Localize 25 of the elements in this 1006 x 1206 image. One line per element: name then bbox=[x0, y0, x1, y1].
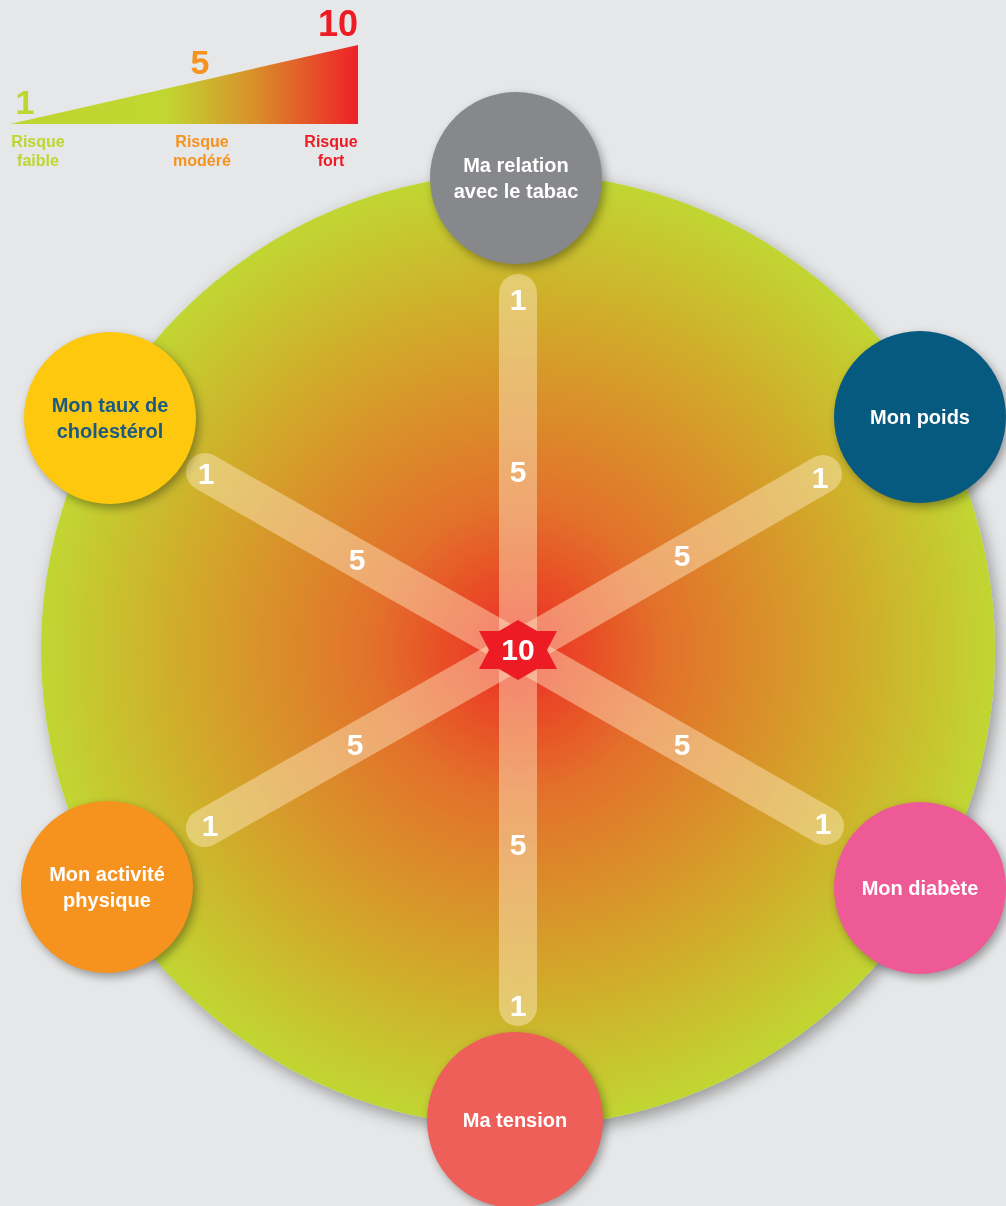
spoke-value: 5 bbox=[348, 543, 366, 577]
topic-label: Mon diabète bbox=[860, 876, 980, 901]
spoke-value: 1 bbox=[811, 461, 829, 495]
spoke-value: 1 bbox=[509, 283, 527, 317]
topic-label: Mon poids bbox=[869, 405, 971, 430]
spoke-value: 5 bbox=[673, 728, 691, 762]
scale-value: 5 bbox=[190, 42, 210, 82]
topic-label: Mon taux de cholestérol bbox=[50, 393, 170, 444]
spoke-value: 5 bbox=[346, 728, 364, 762]
topic-label: Ma tension bbox=[461, 1108, 569, 1133]
risk-level-label: Risque modéré bbox=[172, 132, 232, 171]
risk-level-label: Risque faible bbox=[10, 132, 66, 171]
scale-value: 1 bbox=[15, 82, 35, 122]
risk-level-label: Risque fort bbox=[303, 132, 359, 171]
spoke-value: 1 bbox=[814, 807, 832, 841]
spoke-value: 5 bbox=[509, 828, 527, 862]
spoke-value: 1 bbox=[197, 457, 215, 491]
spoke-value: 1 bbox=[201, 809, 219, 843]
topic-label: Ma relation avec le tabac bbox=[452, 153, 580, 204]
spoke-value: 5 bbox=[509, 455, 527, 489]
spoke-value: 5 bbox=[673, 539, 691, 573]
center-value: 10 bbox=[501, 633, 535, 667]
spoke-value: 1 bbox=[509, 989, 527, 1023]
topic-label: Mon activité physique bbox=[48, 862, 166, 913]
scale-value: 10 bbox=[318, 3, 358, 45]
